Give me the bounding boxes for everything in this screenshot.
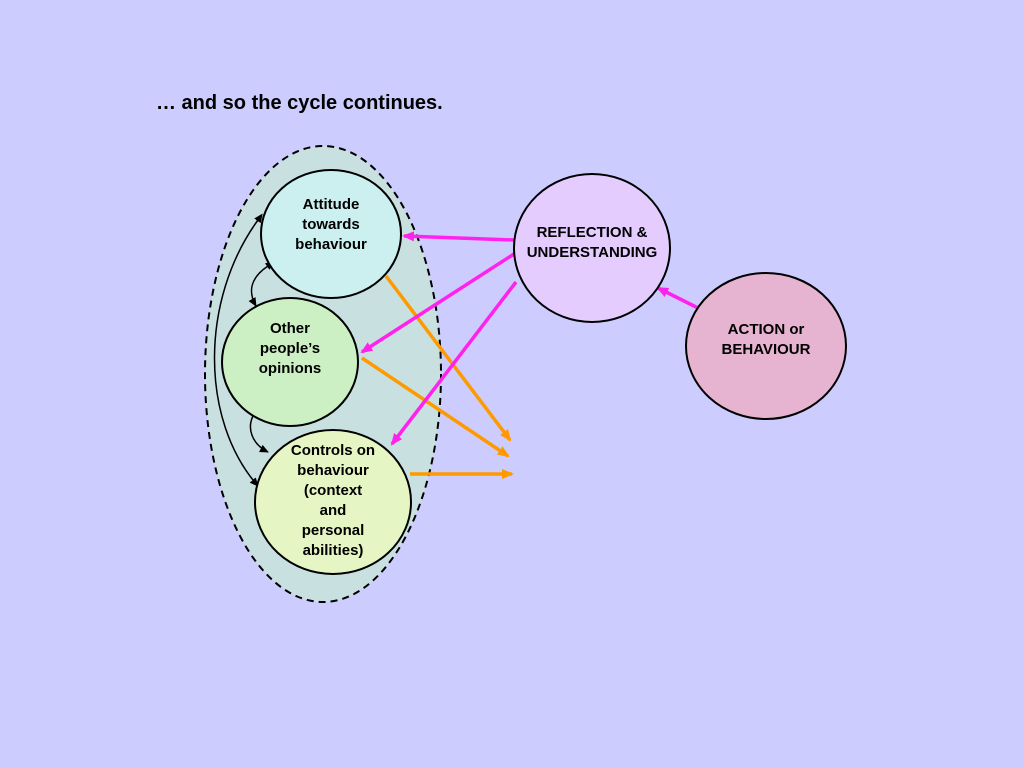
opinions-node: [221, 297, 359, 427]
controls-label: Controls on behaviour (context and perso…: [290, 442, 376, 559]
action-label: ACTION or BEHAVIOUR: [721, 321, 811, 358]
orange-arrow-attitude: [384, 274, 512, 442]
attitude-label: Attitude towards behaviour: [295, 196, 367, 253]
magenta-arrow-to-opinions: [360, 252, 515, 354]
attitude-controls-arrow: [213, 213, 263, 487]
controls-node: [254, 429, 412, 575]
attitude-node: [260, 169, 402, 299]
action-node: [685, 272, 847, 420]
orange-arrow-opinions: [361, 356, 510, 458]
slide-title: … and so the cycle continues.: [156, 92, 443, 114]
opinions-label: Other people’s opinions: [258, 320, 322, 377]
magenta-arrow-to-controls: [390, 280, 518, 446]
magenta-arrow-action-to-reflection: [656, 286, 699, 310]
reflection-label: REFLECTION & UNDERSTANDING: [526, 224, 658, 261]
magenta-arrow-to-attitude: [402, 231, 515, 242]
reflection-node: [513, 173, 671, 323]
